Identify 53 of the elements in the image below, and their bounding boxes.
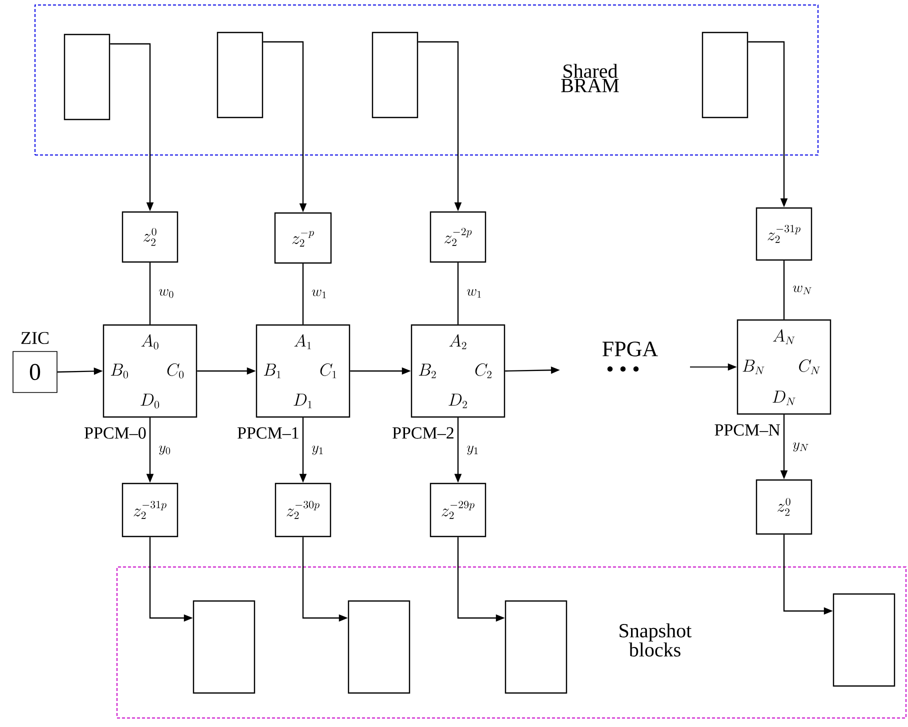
processor-box: $A_0$ $B_0$ $C_0$ $D_0$	[102, 324, 198, 418]
dashed-region: Snapshot blocks	[116, 566, 906, 718]
memory-block	[192, 600, 256, 694]
node-label: $D_2$	[448, 394, 467, 408]
memory-block	[64, 34, 110, 120]
processor-box: $A_1$ $B_1$ $C_1$ $D_1$	[256, 324, 350, 418]
chip-label: FPGA	[602, 342, 658, 356]
delay-box: $z_2^{0}$	[122, 211, 178, 263]
node-label: $D_N$	[772, 390, 796, 406]
node-label: $A_0$	[141, 334, 158, 350]
node-label: $A_N$	[772, 329, 795, 344]
node-label: $C_N$	[799, 359, 820, 374]
node-label: $D_1$	[294, 394, 312, 408]
block-label: PPCM–N	[714, 424, 780, 436]
edge-label: $y_1$	[310, 444, 325, 456]
edge-label: $w_1$	[310, 288, 328, 300]
node-label: $A_2$	[449, 334, 466, 350]
delay-box: $z_2^{-31p}$	[122, 482, 178, 538]
block-label: PPCM–0	[84, 427, 146, 439]
node-label: $C_2$	[475, 363, 492, 378]
node-label: $B_1$	[264, 364, 281, 378]
edge-label: $y_0$	[158, 444, 172, 456]
block-label: PPCM–2	[392, 427, 454, 439]
delay-box: $z_2^{-30p}$	[274, 482, 332, 538]
node-label: $C_1$	[320, 363, 336, 378]
node-label: $C_0$	[167, 363, 184, 378]
edge-label: $y_N$	[792, 441, 810, 452]
delay-box: $z_2^{0}$	[756, 479, 812, 535]
edge-label: $w_0$	[158, 288, 176, 299]
delay-box: $z_2^{-p}$	[274, 212, 332, 264]
node-label: $B_0$	[110, 364, 128, 378]
node-label: $D_0$	[140, 394, 160, 408]
input-box: ZIC 0	[12, 332, 58, 393]
memory-block	[216, 32, 264, 118]
dashed-region: Shared BRAM	[34, 4, 818, 156]
memory-block	[702, 32, 748, 118]
block-label: PPCM–1	[238, 427, 298, 439]
edge-label: $w_1$	[466, 288, 484, 299]
delay-box: $z_2^{-31p}$	[756, 207, 812, 261]
processor-box: $A_2$ $B_2$ $C_2$ $D_2$	[410, 324, 506, 418]
memory-block	[372, 32, 418, 118]
node-label: $B_2$	[418, 364, 436, 378]
node-label: ZIC	[21, 332, 49, 344]
memory-block	[504, 600, 568, 694]
memory-block	[832, 593, 896, 687]
edge-label: $w_N$	[792, 284, 814, 296]
node-label: $B_N$	[742, 360, 764, 374]
delay-box: $z_2^{-29p}$	[430, 482, 486, 538]
memory-block	[348, 600, 410, 694]
node-label: $A_1$	[294, 334, 311, 350]
processor-box: $A_N$ $B_N$ $C_N$ $D_N$	[736, 319, 832, 415]
delay-box: $z_2^{-2p}$	[430, 211, 486, 263]
edge-label: $y_1$	[466, 444, 480, 456]
